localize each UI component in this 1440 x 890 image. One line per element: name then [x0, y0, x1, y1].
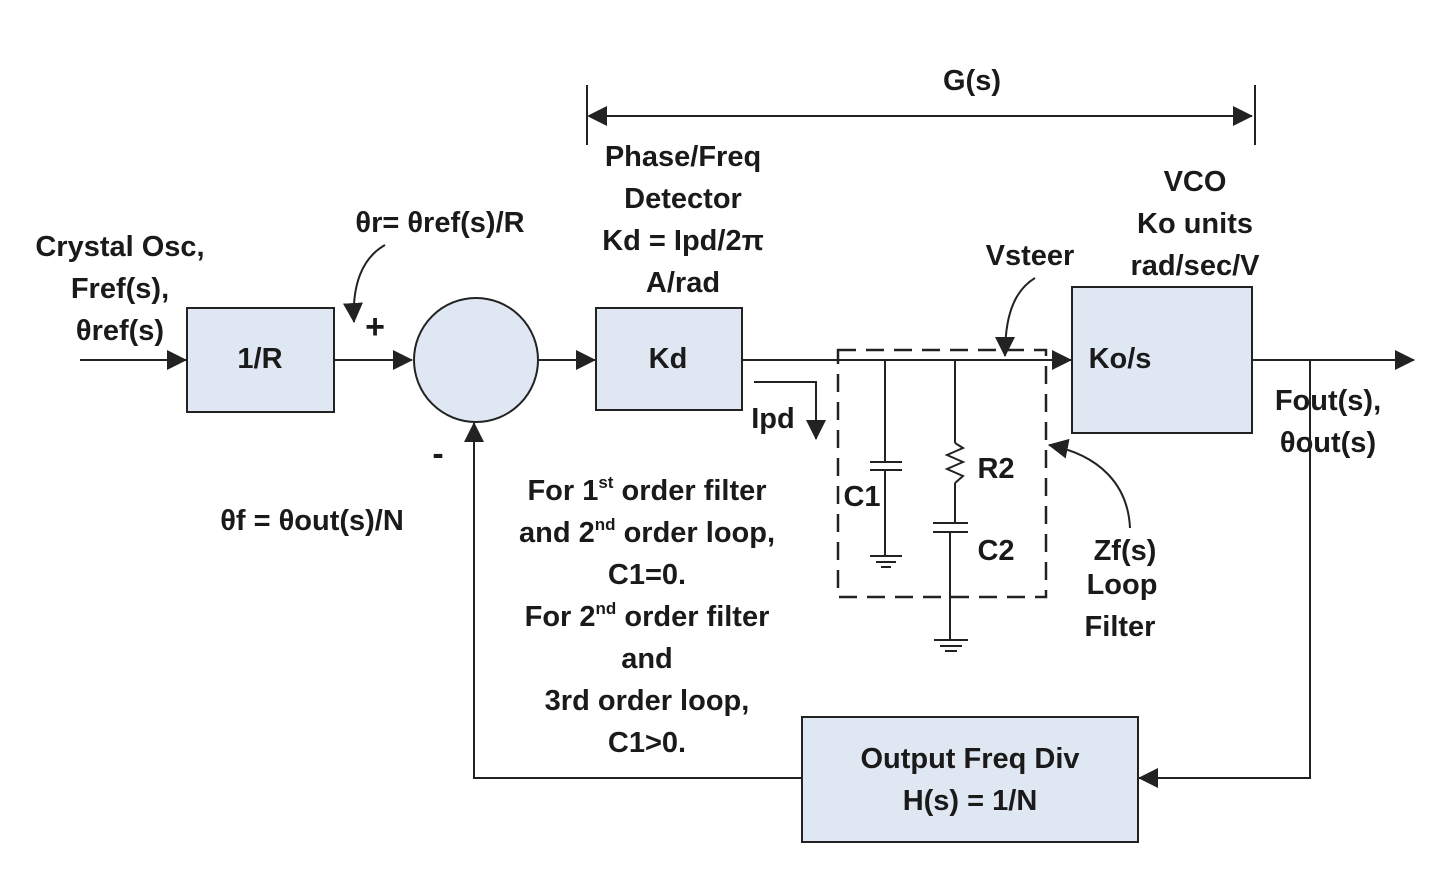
theta-r-label: θr= θref(s)/R: [355, 207, 524, 239]
pfd-title-4: A/rad: [646, 267, 720, 299]
pfd-title-1: Phase/Freq: [605, 141, 761, 173]
ipd-arrow: [754, 381, 826, 440]
filter-order-note: For 1st order filter and 2nd order loop,…: [519, 473, 775, 759]
gs-span: G(s): [586, 65, 1256, 145]
pfd-title-3: Kd = Ipd/2π: [602, 225, 764, 257]
vco-title-3: rad/sec/V: [1131, 250, 1261, 282]
input-label-2: Fref(s),: [71, 273, 169, 305]
svg-text:and 2nd order loop,: and 2nd order loop,: [519, 515, 775, 549]
svg-text:For 2nd order filter: For 2nd order filter: [525, 599, 770, 633]
kd-block: [595, 307, 743, 411]
ipd-label: Ipd: [751, 403, 795, 435]
resistor-r2: [944, 360, 966, 523]
vco-title-1: VCO: [1164, 166, 1227, 198]
pfd-title-2: Detector: [624, 183, 742, 215]
vco-title-2: Ko units: [1137, 208, 1253, 240]
vco-block: [1071, 286, 1253, 434]
svg-text:C1>0.: C1>0.: [608, 727, 686, 759]
vsteer-label: Vsteer: [986, 240, 1075, 272]
kd-label: Kd: [649, 343, 688, 375]
div-label-2: H(s) = 1/N: [903, 785, 1038, 817]
minus-sign: -: [432, 435, 443, 473]
vco-label: Ko/s: [1089, 343, 1152, 375]
gs-label: G(s): [943, 65, 1001, 97]
div-label-1: Output Freq Div: [860, 743, 1079, 775]
input-label-3: θref(s): [76, 315, 164, 347]
plus-sign: +: [365, 308, 385, 346]
divider-r-block: [186, 307, 335, 413]
r2-label: R2: [977, 453, 1014, 485]
input-label-1: Crystal Osc,: [35, 231, 204, 263]
summing-junction: [413, 297, 539, 423]
divider-r-label: 1/R: [237, 343, 282, 375]
zf-label-1: Zf(s): [1094, 535, 1157, 567]
theta-r-pointer: [342, 244, 386, 323]
output-freq-div-block: [801, 716, 1139, 843]
svg-text:and: and: [621, 643, 673, 675]
zf-pointer: [1048, 438, 1131, 529]
theta-f-label: θf = θout(s)/N: [220, 505, 404, 537]
svg-text:3rd order loop,: 3rd order loop,: [545, 685, 750, 717]
vsteer-pointer: [995, 277, 1036, 357]
c1-label: C1: [843, 481, 880, 513]
output-to-divider-line: [1138, 360, 1311, 788]
loop-filter-boundary: [836, 348, 1048, 599]
capacitor-c1: [870, 360, 902, 568]
feedback-line: [464, 422, 802, 779]
c2-label: C2: [977, 535, 1014, 567]
zf-label-2: Loop: [1087, 569, 1158, 601]
output-label-1: Fout(s),: [1275, 385, 1381, 417]
svg-text:C1=0.: C1=0.: [608, 559, 686, 591]
output-label-2: θout(s): [1280, 427, 1376, 459]
capacitor-c2: [933, 522, 968, 652]
svg-text:For 1st order filter: For 1st order filter: [527, 473, 766, 507]
zf-label-3: Filter: [1085, 611, 1156, 643]
